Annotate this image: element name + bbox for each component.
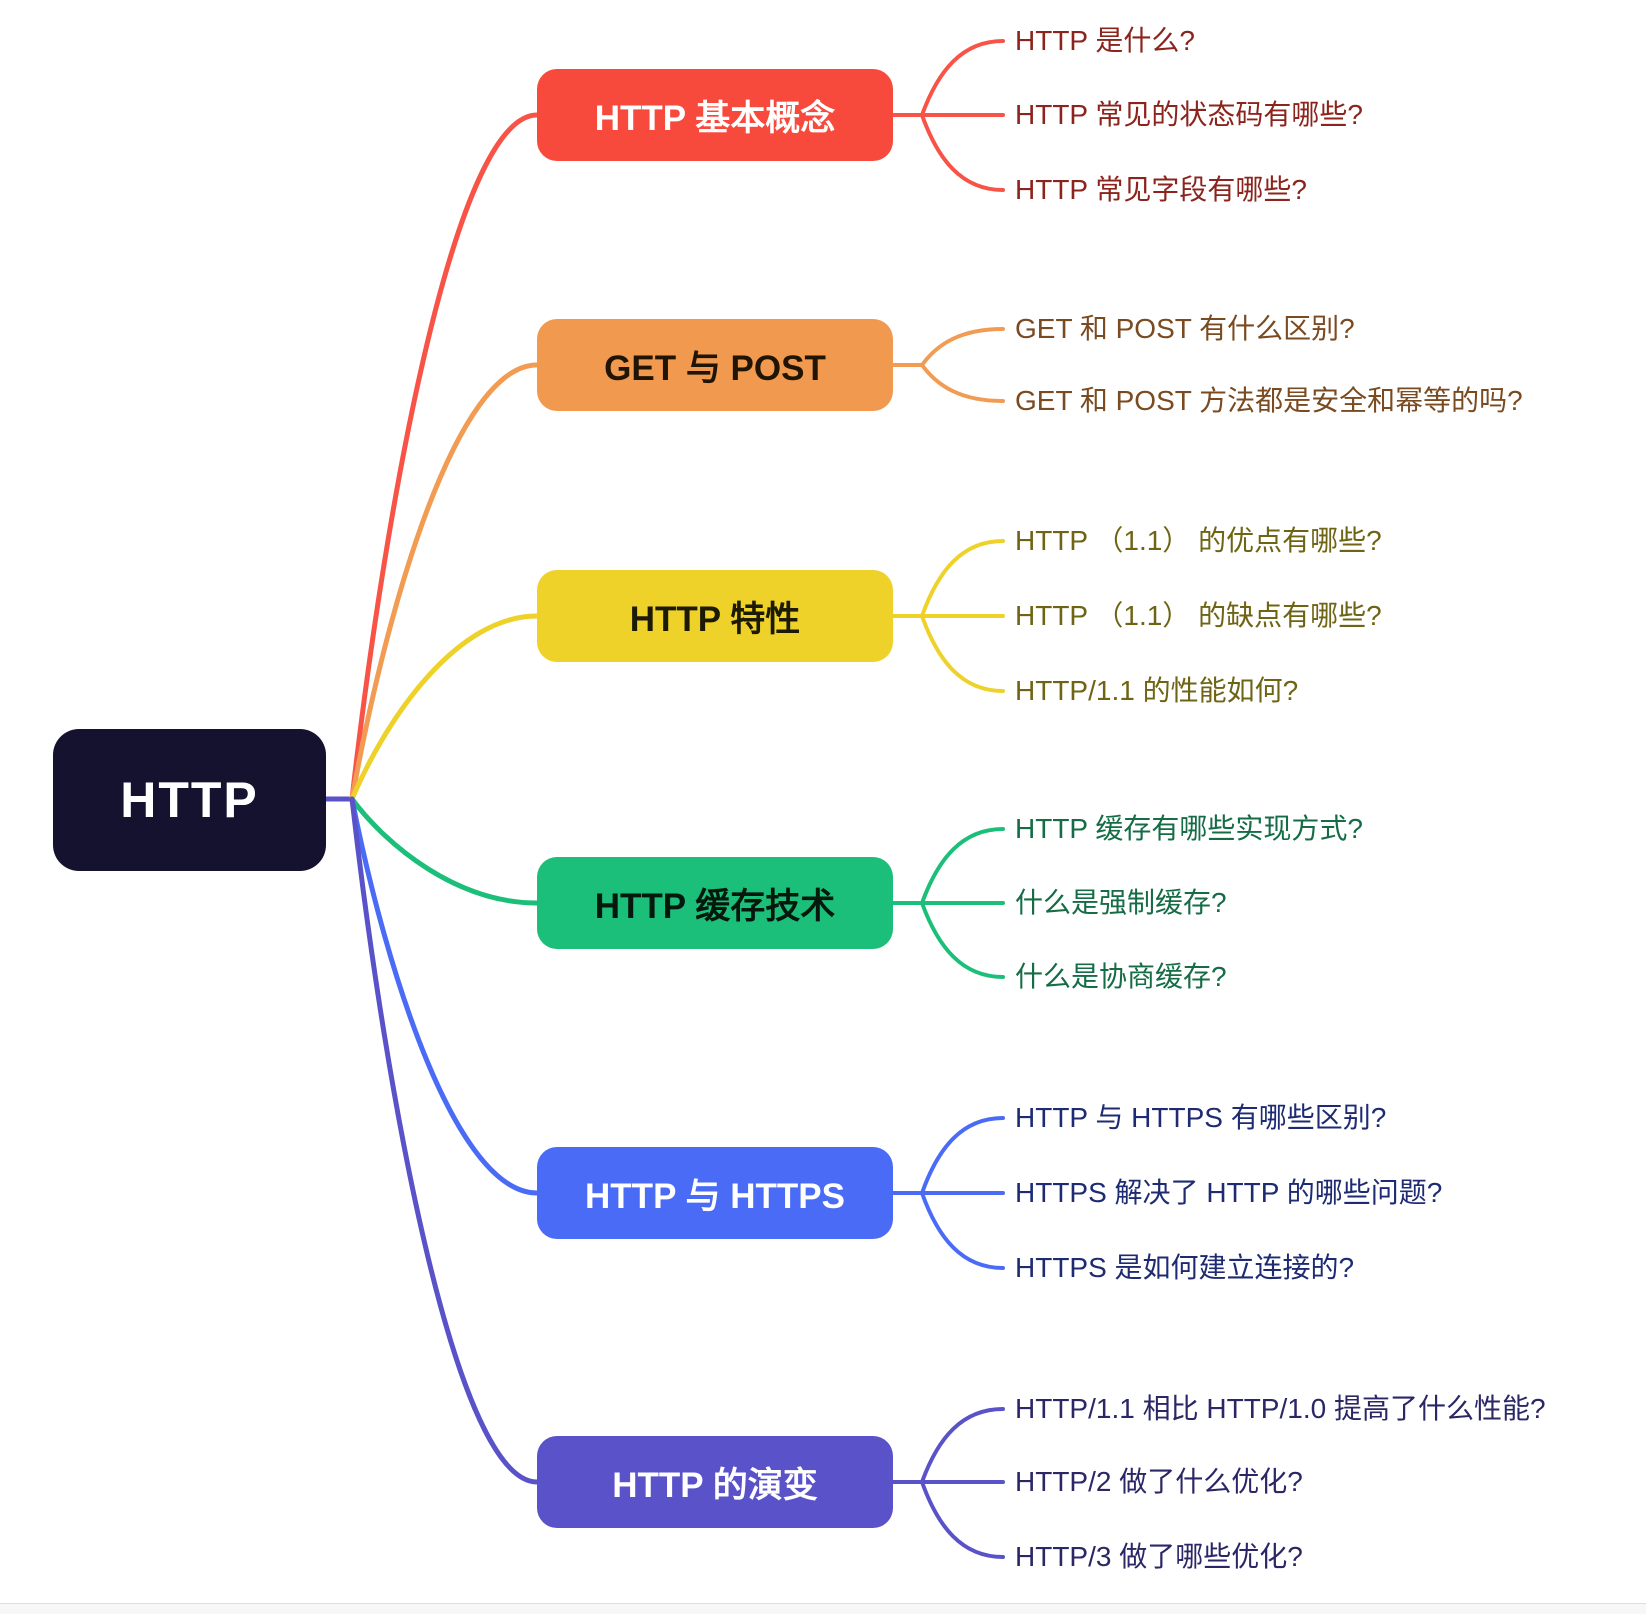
branch-node-label: HTTP 的演变 xyxy=(612,1465,818,1505)
leaf-node[interactable]: HTTP （1.1） 的缺点有哪些? xyxy=(1015,600,1382,631)
branch-node-http-vs-https[interactable]: HTTP 与 HTTPS xyxy=(537,1147,893,1239)
leaf-node[interactable]: HTTP （1.1） 的优点有哪些? xyxy=(1015,525,1382,556)
leaf-node[interactable]: HTTP/1.1 相比 HTTP/1.0 提高了什么性能? xyxy=(1015,1393,1546,1424)
leaf-node[interactable]: HTTP 常见的状态码有哪些? xyxy=(1015,99,1363,130)
branch-node-http-basics[interactable]: HTTP 基本概念 xyxy=(537,69,893,161)
leaf-node[interactable]: HTTPS 解决了 HTTP 的哪些问题? xyxy=(1015,1177,1443,1208)
edge-evolution-leaf-3 xyxy=(920,1480,1005,1559)
edge-basic-leaf-3 xyxy=(920,113,1005,192)
branch-node-label: HTTP 基本概念 xyxy=(594,98,836,138)
branch-node-http-features[interactable]: HTTP 特性 xyxy=(537,570,893,662)
edge-root-cache xyxy=(349,796,540,906)
edge-root-evolution xyxy=(349,796,540,1485)
edge-get-post-leaf-1 xyxy=(920,327,1005,367)
branch-node-get-vs-post[interactable]: GET 与 POST xyxy=(537,319,893,411)
root-node-http[interactable]: HTTP xyxy=(53,729,326,871)
edge-root-get-post xyxy=(349,362,540,802)
branch-node-label: HTTP 缓存技术 xyxy=(594,886,836,926)
edge-https-leaf-3 xyxy=(920,1191,1005,1270)
leaf-node[interactable]: HTTP 常见字段有哪些? xyxy=(1015,174,1307,205)
edge-root-features xyxy=(349,613,540,802)
edge-basic-leaf-1 xyxy=(920,39,1005,117)
leaf-node[interactable]: HTTP 是什么? xyxy=(1015,25,1195,56)
edge-root-basic xyxy=(349,112,540,802)
leaf-node[interactable]: GET 和 POST 方法都是安全和幂等的吗? xyxy=(1015,385,1523,416)
leaf-node[interactable]: HTTP 缓存有哪些实现方式? xyxy=(1015,813,1363,844)
root-node-label: HTTP xyxy=(120,772,259,828)
edge-features-leaf-3 xyxy=(920,614,1005,693)
branch-node-label: HTTP 与 HTTPS xyxy=(585,1176,845,1216)
edge-evolution-leaf-1 xyxy=(920,1407,1005,1484)
edge-cache-leaf-1 xyxy=(920,827,1005,905)
edge-features-leaf-1 xyxy=(920,539,1005,618)
branch-node-http-cache[interactable]: HTTP 缓存技术 xyxy=(537,857,893,949)
leaf-node[interactable]: HTTP/2 做了什么优化? xyxy=(1015,1466,1303,1497)
edge-root-https xyxy=(349,796,540,1196)
window-bottom-edge xyxy=(0,1603,1646,1614)
leaf-node[interactable]: 什么是协商缓存? xyxy=(1015,961,1227,992)
edge-cache-leaf-3 xyxy=(920,901,1005,979)
edge-get-post-leaf-2 xyxy=(920,363,1005,403)
branch-node-http-evolution[interactable]: HTTP 的演变 xyxy=(537,1436,893,1528)
leaf-node[interactable]: HTTP 与 HTTPS 有哪些区别? xyxy=(1015,1102,1387,1133)
branch-node-label: GET 与 POST xyxy=(604,348,826,388)
leaf-node[interactable]: 什么是强制缓存? xyxy=(1015,887,1227,918)
leaf-node[interactable]: HTTP/1.1 的性能如何? xyxy=(1015,675,1299,706)
leaf-node[interactable]: HTTP/3 做了哪些优化? xyxy=(1015,1541,1303,1572)
leaf-node[interactable]: GET 和 POST 有什么区别? xyxy=(1015,313,1355,344)
branch-node-label: HTTP 特性 xyxy=(629,599,801,639)
edge-https-leaf-1 xyxy=(920,1116,1005,1195)
leaf-node[interactable]: HTTPS 是如何建立连接的? xyxy=(1015,1252,1355,1283)
